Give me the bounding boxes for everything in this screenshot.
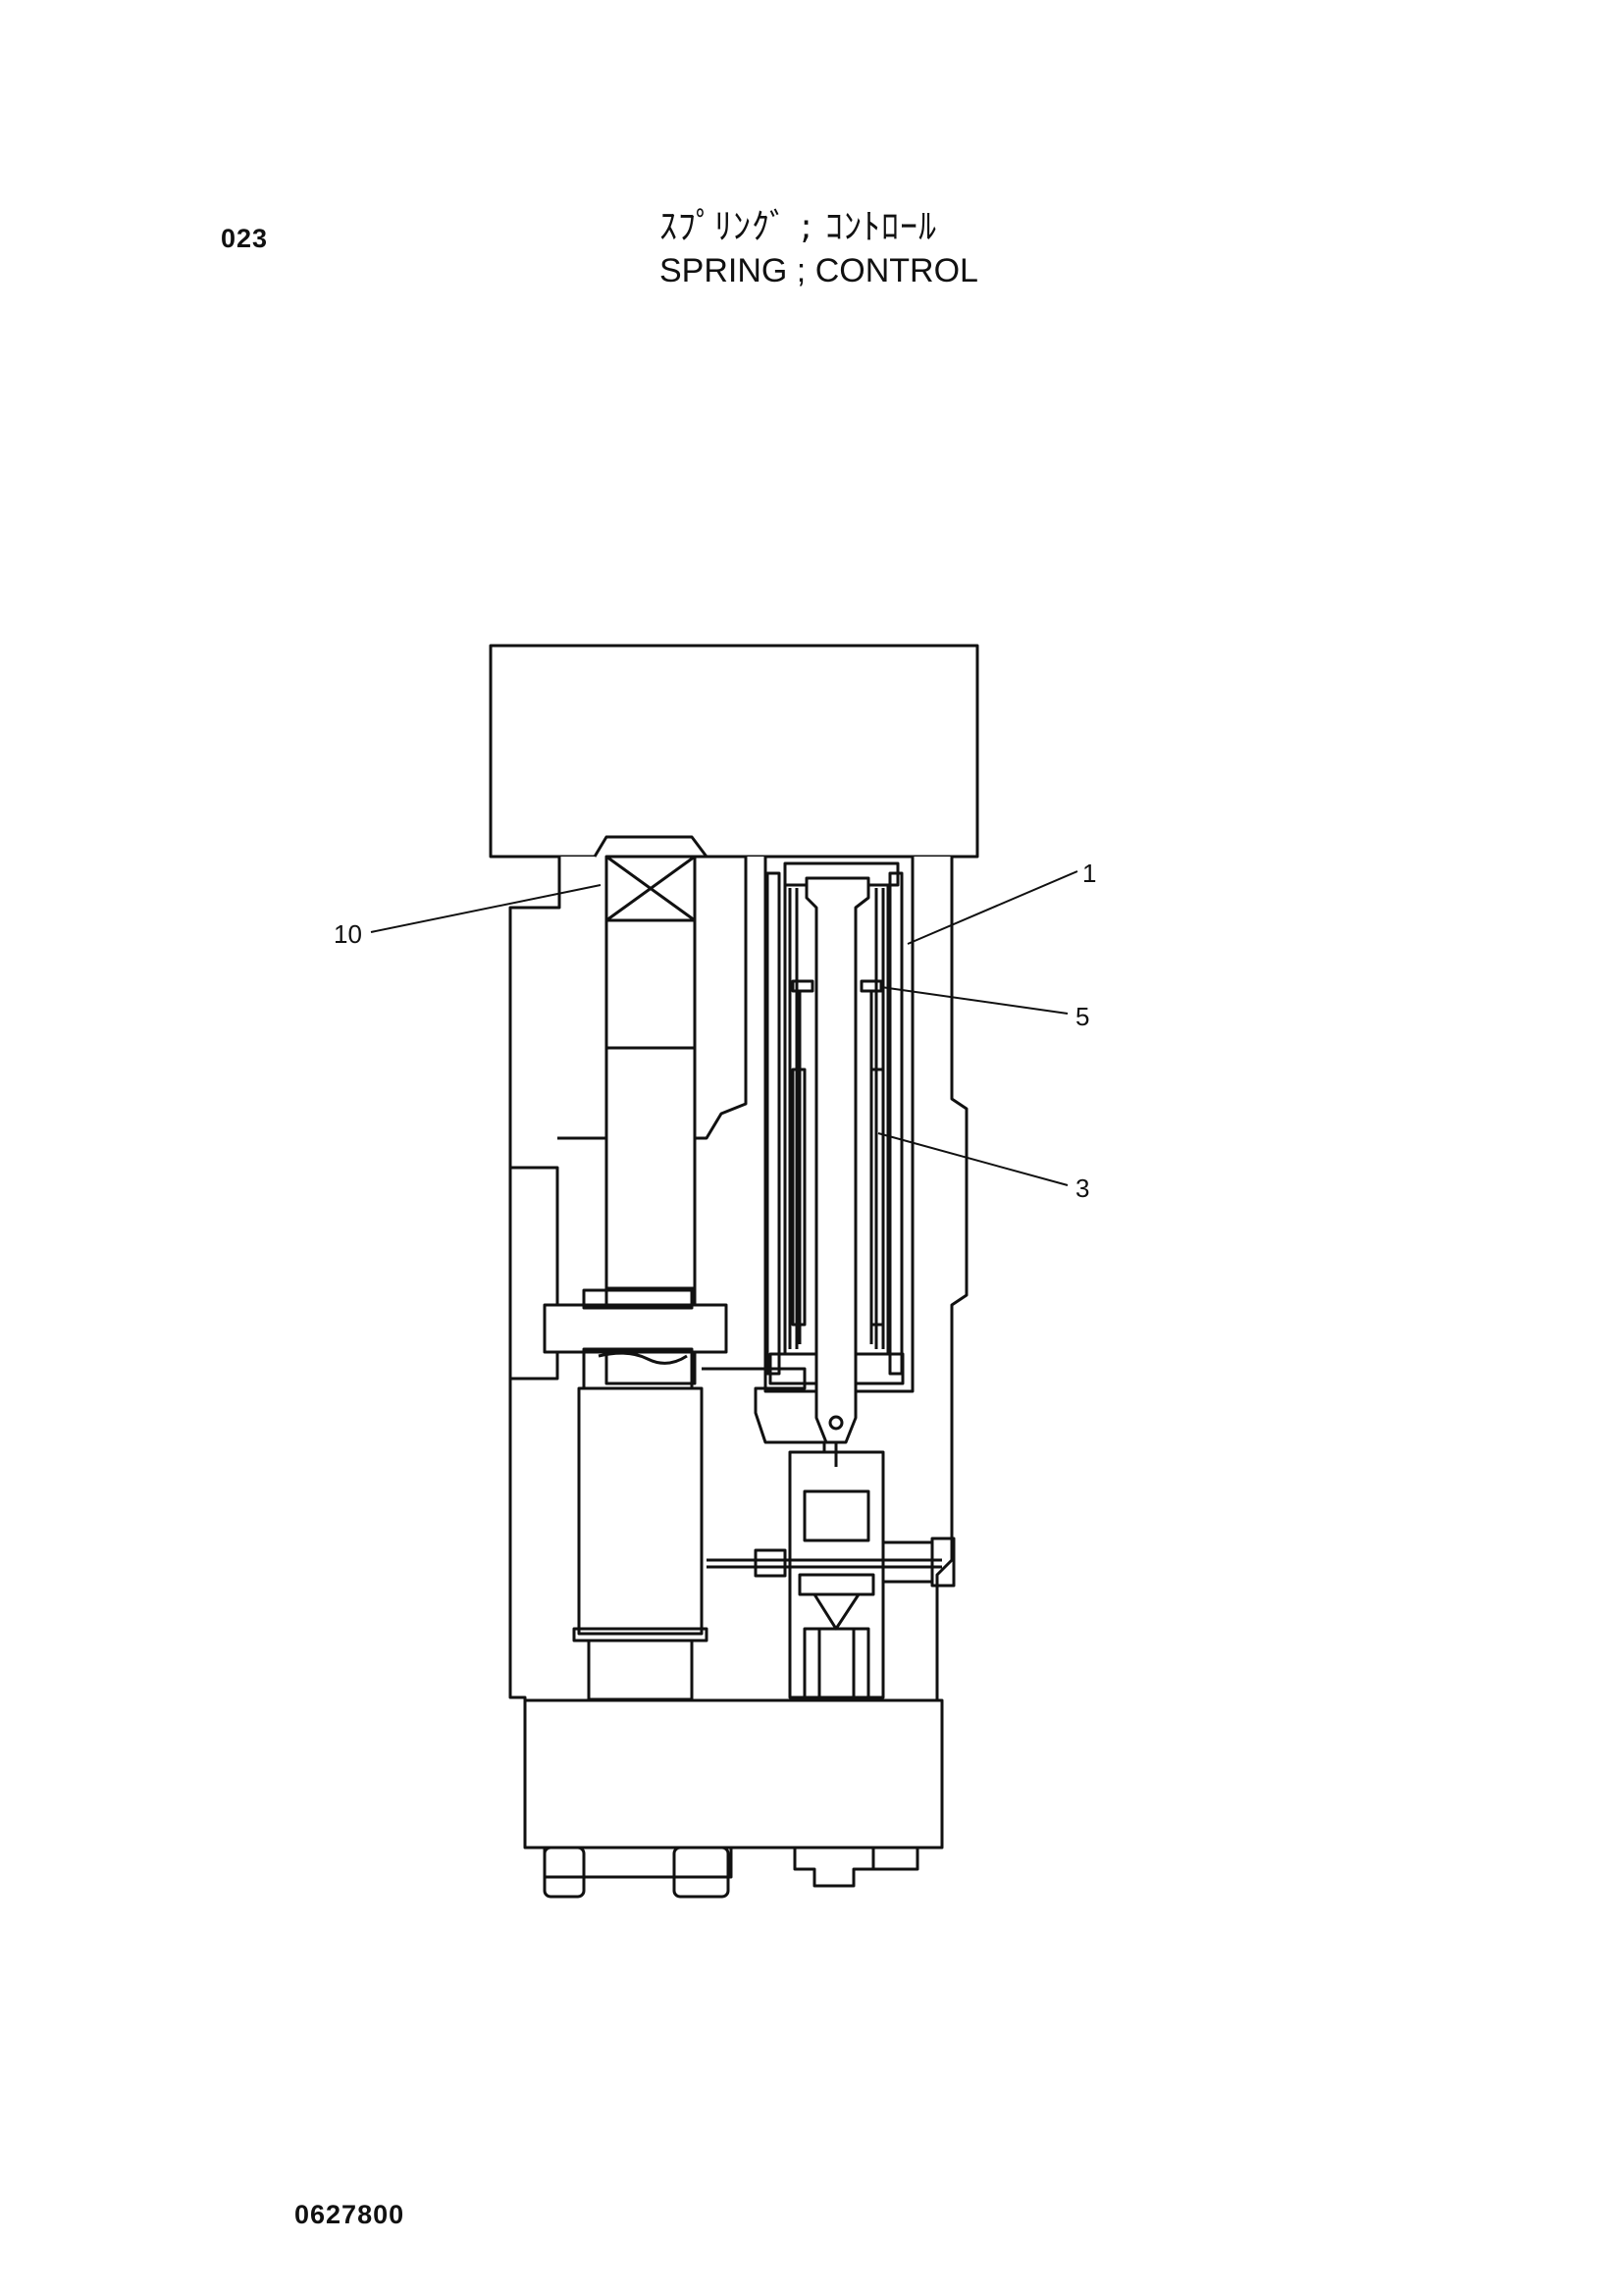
leader-10 (370, 884, 602, 933)
callout-1: 1 (1082, 859, 1096, 888)
leader-3 (877, 1132, 1069, 1186)
bottom-cover (523, 1698, 944, 1850)
top-cover-block (489, 644, 979, 859)
plug-10 (593, 835, 708, 858)
title-english: SPRING ; CONTROL (659, 252, 978, 289)
callout-10: 10 (334, 919, 362, 949)
leader-5 (880, 986, 1069, 1015)
callout-5: 5 (1075, 1002, 1089, 1031)
bottom-bolt-mid (672, 1846, 730, 1899)
bottom-bolt-left (543, 1846, 586, 1899)
leader-1 (907, 870, 1078, 945)
inner-spring-3 (791, 1068, 807, 1327)
spring-seat-5 (791, 979, 814, 993)
lower-piston (577, 1386, 704, 1636)
page-number: 023 (221, 224, 269, 253)
callout-3: 3 (1075, 1173, 1089, 1203)
title-block: ｽﾌﾟﾘﾝｸﾞ ; ｺﾝﾄﾛｰﾙ SPRING ; CONTROL (659, 206, 978, 292)
document-code: 0627800 (294, 2200, 405, 2229)
cross-guide (543, 1303, 728, 1354)
bottom-nut-group (793, 1846, 875, 1888)
title-japanese: ｽﾌﾟﾘﾝｸﾞ ; ｺﾝﾄﾛｰﾙ (659, 207, 938, 247)
center-spool (805, 876, 870, 1444)
